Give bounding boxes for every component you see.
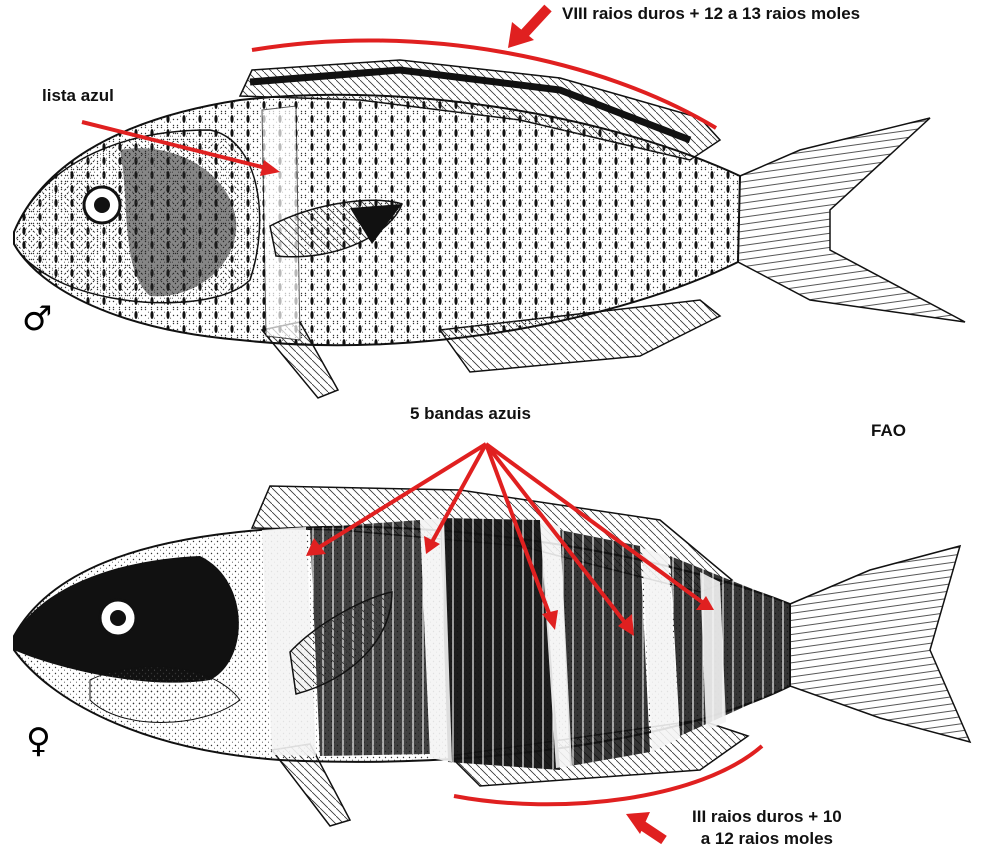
anal-fin-label-line2: a 12 raios moles xyxy=(692,828,842,850)
credit-label: FAO xyxy=(871,421,906,441)
male-fish xyxy=(14,60,965,398)
anal-fin-label-line1: III raios duros + 10 xyxy=(692,806,842,828)
blue-stripe-label: lista azul xyxy=(42,86,114,106)
male-caudal-fin xyxy=(738,118,965,322)
male-symbol: ♂ xyxy=(22,302,52,336)
dorsal-fin-label: VIII raios duros + 12 a 13 raios moles xyxy=(562,4,860,24)
female-symbol: ♀ xyxy=(26,724,51,758)
dorsal-fin-arrow xyxy=(508,8,548,48)
female-caudal-fin xyxy=(790,546,970,742)
anal-fin-label: III raios duros + 10 a 12 raios moles xyxy=(692,806,842,850)
blue-bands-label: 5 bandas azuis xyxy=(410,404,531,424)
anal-fin-arrow xyxy=(626,812,664,840)
female-fish xyxy=(14,486,970,826)
